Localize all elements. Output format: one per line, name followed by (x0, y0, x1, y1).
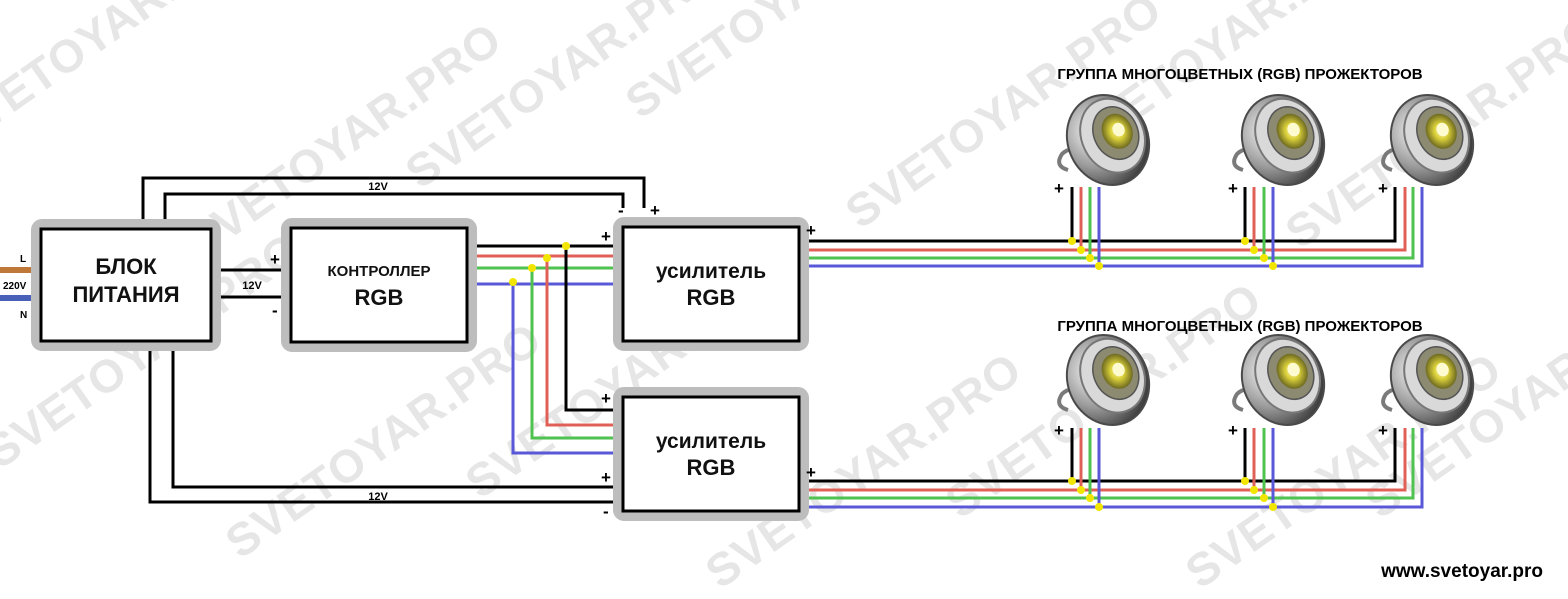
voltage-label-top: 12V (368, 181, 388, 193)
live-label: L (20, 254, 26, 265)
controller-junctions (509, 242, 570, 286)
controller-rgb-wires (472, 244, 620, 455)
junction-dot (528, 264, 536, 272)
junction-dot (543, 254, 551, 262)
psu-amp1-wire-inner (163, 192, 625, 220)
ctrl-minus: - (272, 301, 278, 320)
ctrl-plus: + (270, 250, 280, 269)
g1-blue-wire (800, 187, 1424, 268)
website-link[interactable]: www.svetoyar.pro (1380, 561, 1543, 582)
g2-common-wire (800, 428, 1397, 483)
g1-common-wire (800, 187, 1397, 243)
group2-output-wires (800, 428, 1424, 509)
group2-junctions (1068, 477, 1277, 511)
g1-lamp1-plus: + (1054, 179, 1064, 198)
terminal-labels: 12V 12V 12V + - - + + + + + - + + + + + … (242, 179, 1388, 521)
branch-red-wire (545, 258, 620, 427)
g1-lamp3-plus: + (1378, 179, 1388, 198)
group-1-title: ГРУППА МНОГОЦВЕТНЫХ (RGB) ПРОЖЕКТОРОВ (1057, 66, 1422, 83)
group-2-title: ГРУППА МНОГОЦВЕТНЫХ (RGB) ПРОЖЕКТОРОВ (1057, 318, 1422, 335)
g2-green-wire (800, 428, 1415, 500)
group1-output-wires (800, 187, 1424, 268)
neutral-label: N (20, 310, 27, 321)
g2-lamp2-drops (1243, 428, 1275, 507)
g2-lamp1-plus: + (1054, 421, 1064, 440)
g2-blue-wire (800, 428, 1424, 509)
voltage-label-bottom: 12V (368, 491, 388, 503)
voltage-label-ctrl: 12V (242, 280, 262, 292)
amplifier-1-label-1: усилитель (656, 260, 766, 283)
controller-label-1: КОНТРОЛЛЕР (328, 263, 431, 280)
power-supply-label-1: БЛОК (95, 254, 157, 279)
amp1-plus-top: + (650, 201, 660, 220)
voltage-label: 220V (3, 281, 27, 292)
amp2-output-plus: + (806, 463, 816, 482)
group-2-lamps (1050, 319, 1490, 441)
g2-red-wire (800, 428, 1407, 492)
g1-lamp2-drops (1243, 187, 1275, 266)
amplifier-1-block: усилитель RGB (613, 217, 809, 351)
controller-label-2: RGB (355, 285, 404, 310)
psu-amp2-minus-wire (148, 348, 620, 504)
floodlight-icon (1225, 79, 1341, 201)
branch-blue-wire (511, 282, 620, 455)
amplifier-2-label-2: RGB (687, 455, 736, 480)
g1-lamp1-drops (1070, 187, 1101, 266)
amp1-minus-top: - (618, 201, 624, 220)
psu-amp2-plus-wire (171, 348, 620, 489)
amp2-input-plus: + (601, 389, 611, 408)
watermark-text: SVETOYAR.PRO (0, 0, 271, 158)
amp1-output-plus: + (806, 221, 816, 240)
g1-lamp2-plus: + (1228, 179, 1238, 198)
amp2-power-minus: - (603, 502, 609, 521)
junction-dot (509, 278, 517, 286)
g2-lamp3-plus: + (1378, 421, 1388, 440)
amp1-input-plus: + (601, 227, 611, 246)
floodlight-icon (1225, 319, 1341, 441)
group-1-lamps (1050, 79, 1490, 201)
branch-common-wire (564, 246, 620, 412)
g2-lamp2-plus: + (1228, 421, 1238, 440)
amplifier-1-label-2: RGB (687, 285, 736, 310)
branch-green-wire (530, 268, 620, 440)
g1-red-wire (800, 187, 1407, 252)
power-wires (141, 176, 646, 504)
g1-green-wire (800, 187, 1415, 260)
power-supply-block: БЛОК ПИТАНИЯ (31, 219, 221, 351)
psu-amp1-wire-outer (141, 176, 646, 220)
group1-junctions (1068, 237, 1277, 270)
controller-block: КОНТРОЛЛЕР RGB (281, 218, 477, 352)
power-supply-label-2: ПИТАНИЯ (72, 282, 179, 307)
mains-input: L 220V N (0, 254, 32, 321)
g2-lamp1-drops (1070, 428, 1101, 507)
amp2-power-plus: + (601, 468, 611, 487)
amplifier-2-label-1: усилитель (656, 430, 766, 453)
junction-dot (562, 242, 570, 250)
amplifier-2-block: усилитель RGB (613, 387, 809, 521)
